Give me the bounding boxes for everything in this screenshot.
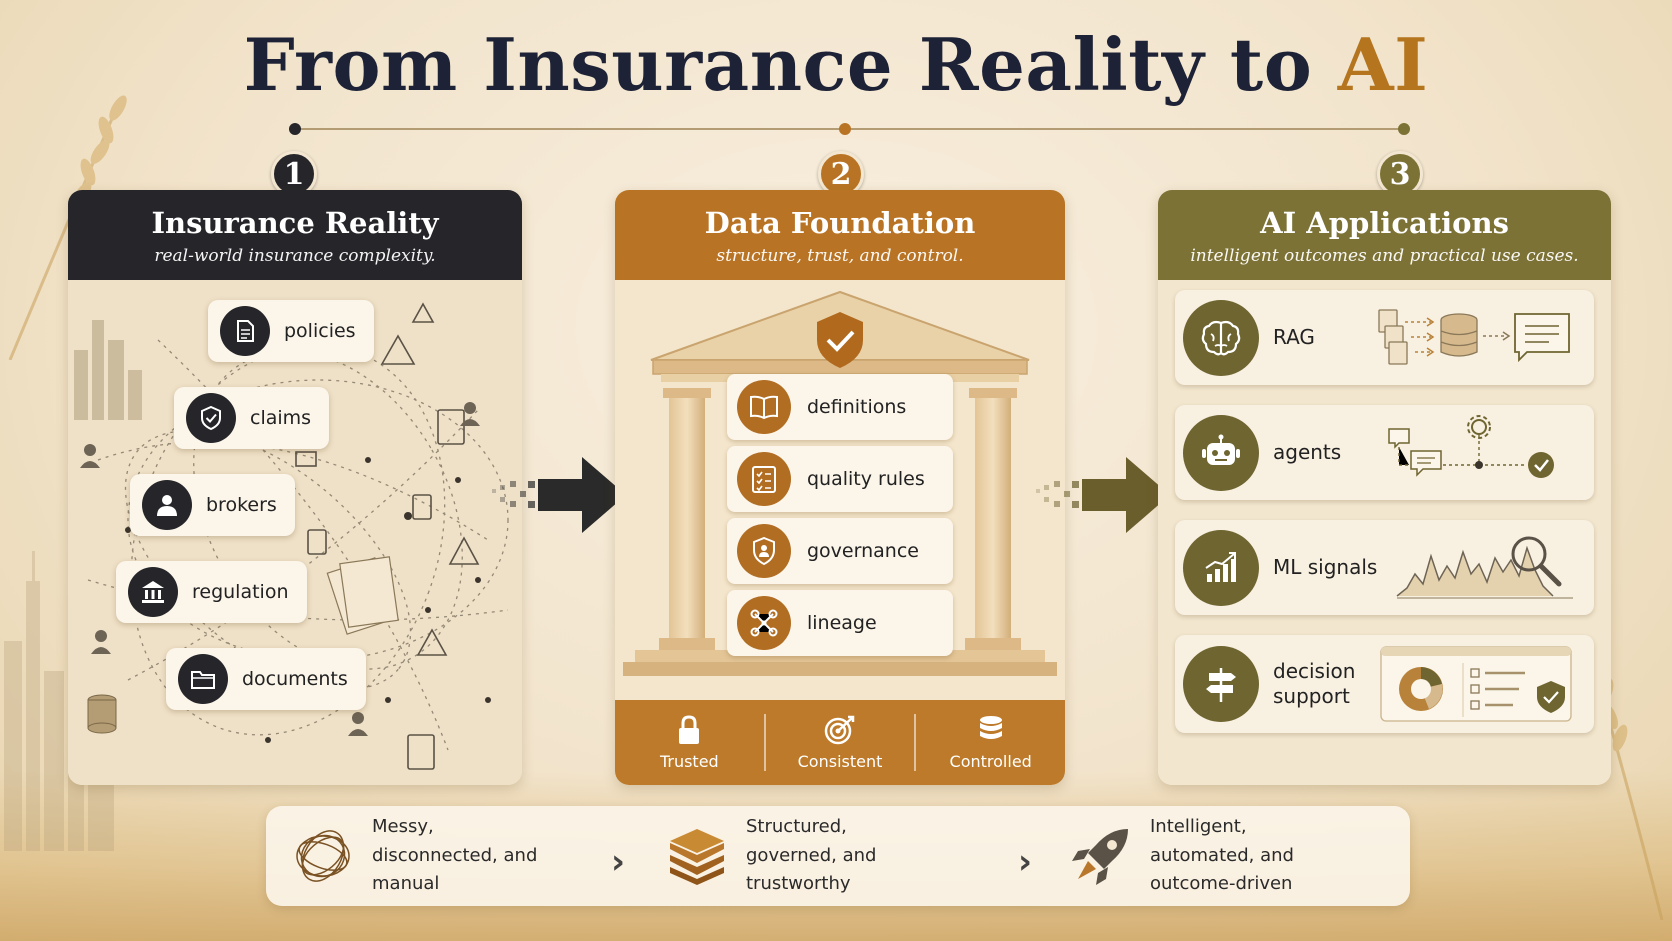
brain-icon	[1183, 299, 1259, 376]
checklist-icon	[737, 452, 791, 506]
lock-icon	[679, 715, 700, 744]
shield-check-emblem	[817, 312, 863, 368]
insurance-reality-panel: Insurance Reality real-world insurance c…	[68, 190, 522, 785]
panel-title: AI Applications	[1260, 206, 1509, 240]
temple-illustration	[623, 290, 1057, 676]
target-icon	[824, 715, 855, 745]
pillar-trusted: Trusted	[615, 700, 764, 785]
gear-icon	[1467, 415, 1491, 439]
flow-arrow-2	[1036, 457, 1170, 533]
item-label: brokers	[206, 494, 277, 516]
database-icon	[979, 716, 1002, 739]
pillar-label: Controlled	[949, 752, 1032, 771]
panel-subtitle: structure, trust, and control.	[716, 246, 964, 266]
panel-title: Data Foundation	[704, 206, 976, 240]
item-rag: RAG	[1175, 290, 1594, 385]
robot-icon	[1183, 414, 1259, 491]
data-foundation-panel: Data Foundation structure, trust, and co…	[615, 190, 1065, 785]
ai-applications-panel: AI Applications intelligent outcomes and…	[1158, 190, 1611, 785]
nodes-icon	[737, 596, 791, 650]
summary-intelligent: Intelligent, automated, and outcome-driv…	[1070, 806, 1340, 906]
item-label: lineage	[807, 612, 877, 634]
item-agents: agents	[1175, 405, 1594, 500]
bank-icon	[128, 567, 178, 617]
item-label: definitions	[807, 396, 907, 418]
page-title: From Insurance Reality to AI	[243, 22, 1429, 107]
item-label: regulation	[192, 581, 289, 603]
item-documents: documents	[166, 648, 366, 710]
summary-text: Messy, disconnected, and manual	[372, 815, 538, 895]
item-label: quality rules	[807, 468, 925, 490]
summary-bar: Messy, disconnected, and manual › Struct…	[266, 806, 1410, 906]
item-label: policies	[284, 320, 356, 342]
dashboard-illustration	[1380, 646, 1572, 722]
layers-icon	[670, 829, 724, 885]
panel-header: AI Applications intelligent outcomes and…	[1158, 190, 1611, 280]
summary-structured: Structured, governed, and trustworthy	[666, 806, 936, 906]
item-quality-rules: quality rules	[727, 446, 953, 512]
shield-person-icon	[737, 524, 791, 578]
signpost-icon	[1183, 646, 1259, 722]
panel-header: Data Foundation structure, trust, and co…	[615, 190, 1065, 280]
chevron-right-icon: ›	[1018, 842, 1033, 882]
folder-icon	[178, 654, 228, 704]
item-definitions: definitions	[727, 374, 953, 440]
signal-wave-illustration	[1396, 536, 1573, 599]
growth-chart-icon	[1183, 529, 1259, 606]
pillar-label: Trusted	[659, 752, 719, 771]
chevron-right-icon: ›	[611, 842, 626, 882]
panel-header: Insurance Reality real-world insurance c…	[68, 190, 522, 280]
divider	[763, 714, 766, 771]
pillar-consistent: Consistent	[766, 700, 915, 785]
timeline-dot-1	[289, 123, 301, 135]
pillar-label: Consistent	[797, 752, 883, 771]
person-icon	[142, 480, 192, 530]
item-claims: claims	[174, 387, 330, 449]
tangle-icon	[296, 830, 350, 882]
shield-check-icon	[186, 393, 236, 443]
item-label: agents	[1273, 440, 1342, 464]
item-brokers: brokers	[130, 474, 295, 536]
item-label: claims	[250, 407, 312, 429]
panel-subtitle: real-world insurance complexity.	[154, 246, 436, 266]
item-label: ML signals	[1273, 555, 1378, 579]
item-label: RAG	[1273, 325, 1315, 349]
step-badge-2: 2	[818, 151, 864, 197]
item-label: decision support	[1273, 659, 1356, 708]
tangled-network-illustration	[74, 302, 509, 770]
step-badge-3: 3	[1377, 151, 1423, 197]
summary-text: Structured, governed, and trustworthy	[746, 815, 877, 895]
item-ml-signals: ML signals	[1175, 520, 1594, 615]
item-lineage: lineage	[727, 590, 953, 656]
rag-pipeline-illustration	[1378, 309, 1570, 365]
step-badge-1: 1	[271, 151, 317, 197]
panel-subtitle: intelligent outcomes and practical use c…	[1190, 246, 1579, 266]
book-icon	[737, 380, 791, 434]
item-label: governance	[807, 540, 919, 562]
timeline-dot-3	[1398, 123, 1410, 135]
item-policies: policies	[208, 300, 374, 362]
pillars-footer: Trusted Consistent Controlled	[615, 700, 1065, 785]
item-governance: governance	[727, 518, 953, 584]
timeline-dot-2	[839, 123, 851, 135]
item-label: documents	[242, 668, 348, 690]
panel-title: Insurance Reality	[151, 206, 439, 240]
item-regulation: regulation	[116, 561, 307, 623]
flow-arrow-1	[492, 457, 626, 533]
rocket-icon	[1072, 829, 1128, 885]
divider	[914, 714, 917, 771]
item-decision-support: decision support	[1175, 635, 1594, 733]
summary-text: Intelligent, automated, and outcome-driv…	[1150, 815, 1294, 895]
agent-workflow-illustration	[1388, 415, 1554, 478]
document-icon	[220, 306, 270, 356]
pillar-controlled: Controlled	[916, 700, 1065, 785]
summary-messy: Messy, disconnected, and manual	[292, 806, 562, 906]
